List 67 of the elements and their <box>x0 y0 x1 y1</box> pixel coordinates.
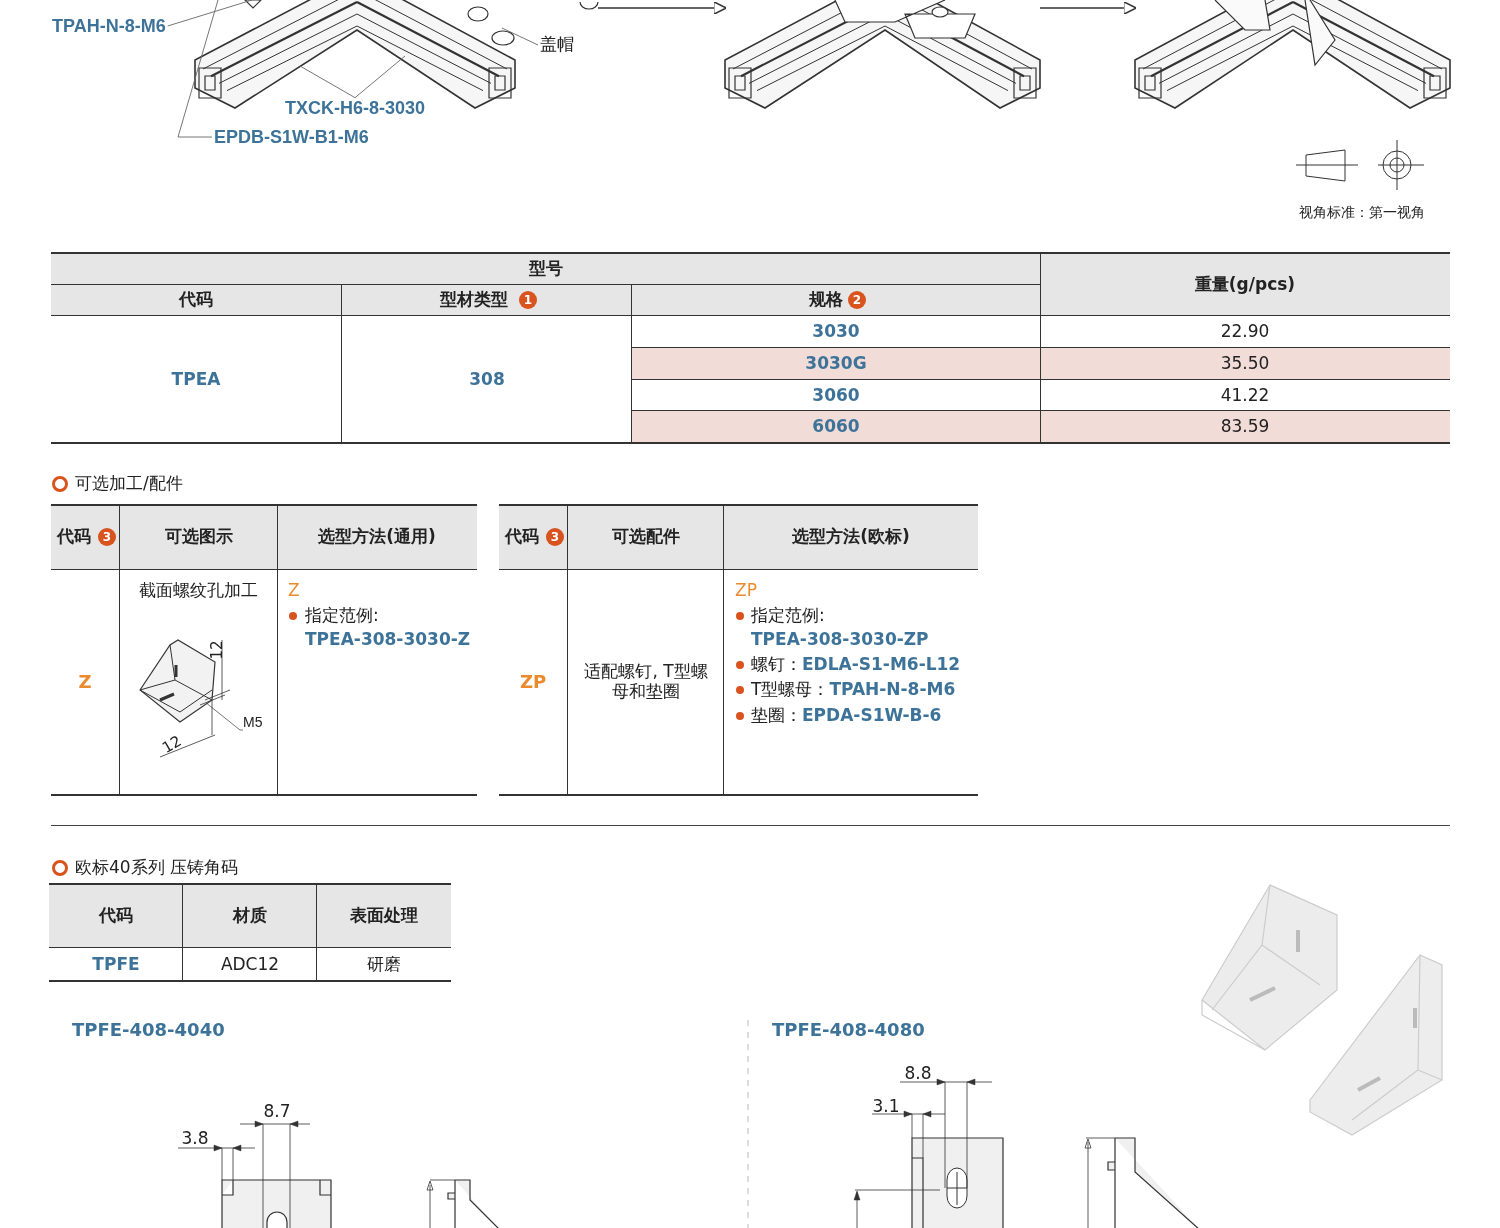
dimension-text: 3.8 <box>181 1129 209 1149</box>
dimension-text: 12 <box>159 732 185 758</box>
option-code: ZP <box>519 671 547 693</box>
table-value: 3060 <box>812 385 860 406</box>
item-label: 垫圈： <box>751 706 802 726</box>
note-text: 视角标准：第一视角 <box>1299 203 1425 221</box>
column-header: 选型方法(通用) <box>318 527 436 547</box>
part-number: TPEA-308-3030-Z <box>305 630 471 650</box>
table-value: TPEA <box>171 370 221 390</box>
dimension-text: 12 <box>209 640 227 660</box>
leader-line <box>299 65 356 99</box>
arrow <box>1039 0 1137 16</box>
arrow <box>597 0 727 16</box>
drawing-title: TPFE-408-4040 <box>72 1019 225 1041</box>
option-description: 适配螺钉, T型螺母和垫圈 <box>583 662 709 702</box>
column-header: 可选图示 <box>165 527 233 547</box>
column-header: 可选配件 <box>612 527 680 547</box>
table-value: 22.90 <box>1220 322 1270 342</box>
part-number-label: TXCK-H6-8-3030 <box>285 97 426 119</box>
column-header: 代码 <box>505 527 539 547</box>
part-number-label: EPDB-S1W-B1-M6 <box>214 126 369 148</box>
table-value: 3030 <box>812 322 860 342</box>
column-header: 代码 <box>57 527 91 547</box>
table-value: 35.50 <box>1220 354 1270 374</box>
table-value: 研磨 <box>367 955 401 975</box>
part-number: TPEA-308-3030-ZP <box>751 630 929 650</box>
column-header: 表面处理 <box>350 906 418 926</box>
table-value: ADC12 <box>220 955 280 975</box>
column-header: 材质 <box>233 906 267 926</box>
part-number: EPDA-S1W-B-6 <box>802 706 942 726</box>
column-header: 规格 <box>809 290 843 310</box>
part-number: EDLA-S1-M6-L12 <box>802 655 961 675</box>
option-code: Z <box>288 581 300 601</box>
example-text: 指定范例: <box>305 606 379 626</box>
leader-line <box>167 0 253 27</box>
item-label: T型螺母： <box>751 680 830 700</box>
part-label: M5 <box>243 713 263 731</box>
column-header: 型材类型 <box>440 290 508 310</box>
table-value: 6060 <box>812 417 860 437</box>
leader-line <box>177 0 219 138</box>
table-value: TPFE <box>92 955 140 975</box>
leader-line <box>354 55 406 99</box>
assembly-drawing <box>1133 0 1452 112</box>
column-header: 代码 <box>179 290 213 310</box>
option-description: 截面螺纹孔加工 <box>138 581 258 601</box>
part-number: TPAH-N-8-M6 <box>829 680 956 700</box>
table-value: 3030G <box>805 354 867 374</box>
item-label: 螺钉： <box>751 655 802 675</box>
example-text: 指定范例: <box>751 606 825 626</box>
column-header: 型号 <box>529 259 563 279</box>
option-code: Z <box>78 671 92 693</box>
dimension-text: 3.1 <box>872 1097 900 1117</box>
column-header: 代码 <box>99 906 133 926</box>
dimension-text: 8.8 <box>904 1064 932 1084</box>
part-label: 盖帽 <box>540 35 574 55</box>
table-value: 83.59 <box>1220 417 1270 437</box>
table-value: 41.22 <box>1220 385 1270 406</box>
section-heading: 可选加工/配件 <box>75 474 183 494</box>
drawing-title: TPFE-408-4080 <box>772 1019 925 1041</box>
column-header: 选型方法(欧标) <box>792 527 910 547</box>
column-header: 重量(g/pcs) <box>1194 275 1296 295</box>
section-heading: 欧标40系列 压铸角码 <box>75 858 239 878</box>
table-value: 308 <box>469 370 505 390</box>
leader-line <box>501 27 539 46</box>
option-code: ZP <box>735 581 757 601</box>
part-number-label: TPAH-N-8-M6 <box>52 15 166 37</box>
dimension-text: 8.7 <box>263 1102 291 1122</box>
